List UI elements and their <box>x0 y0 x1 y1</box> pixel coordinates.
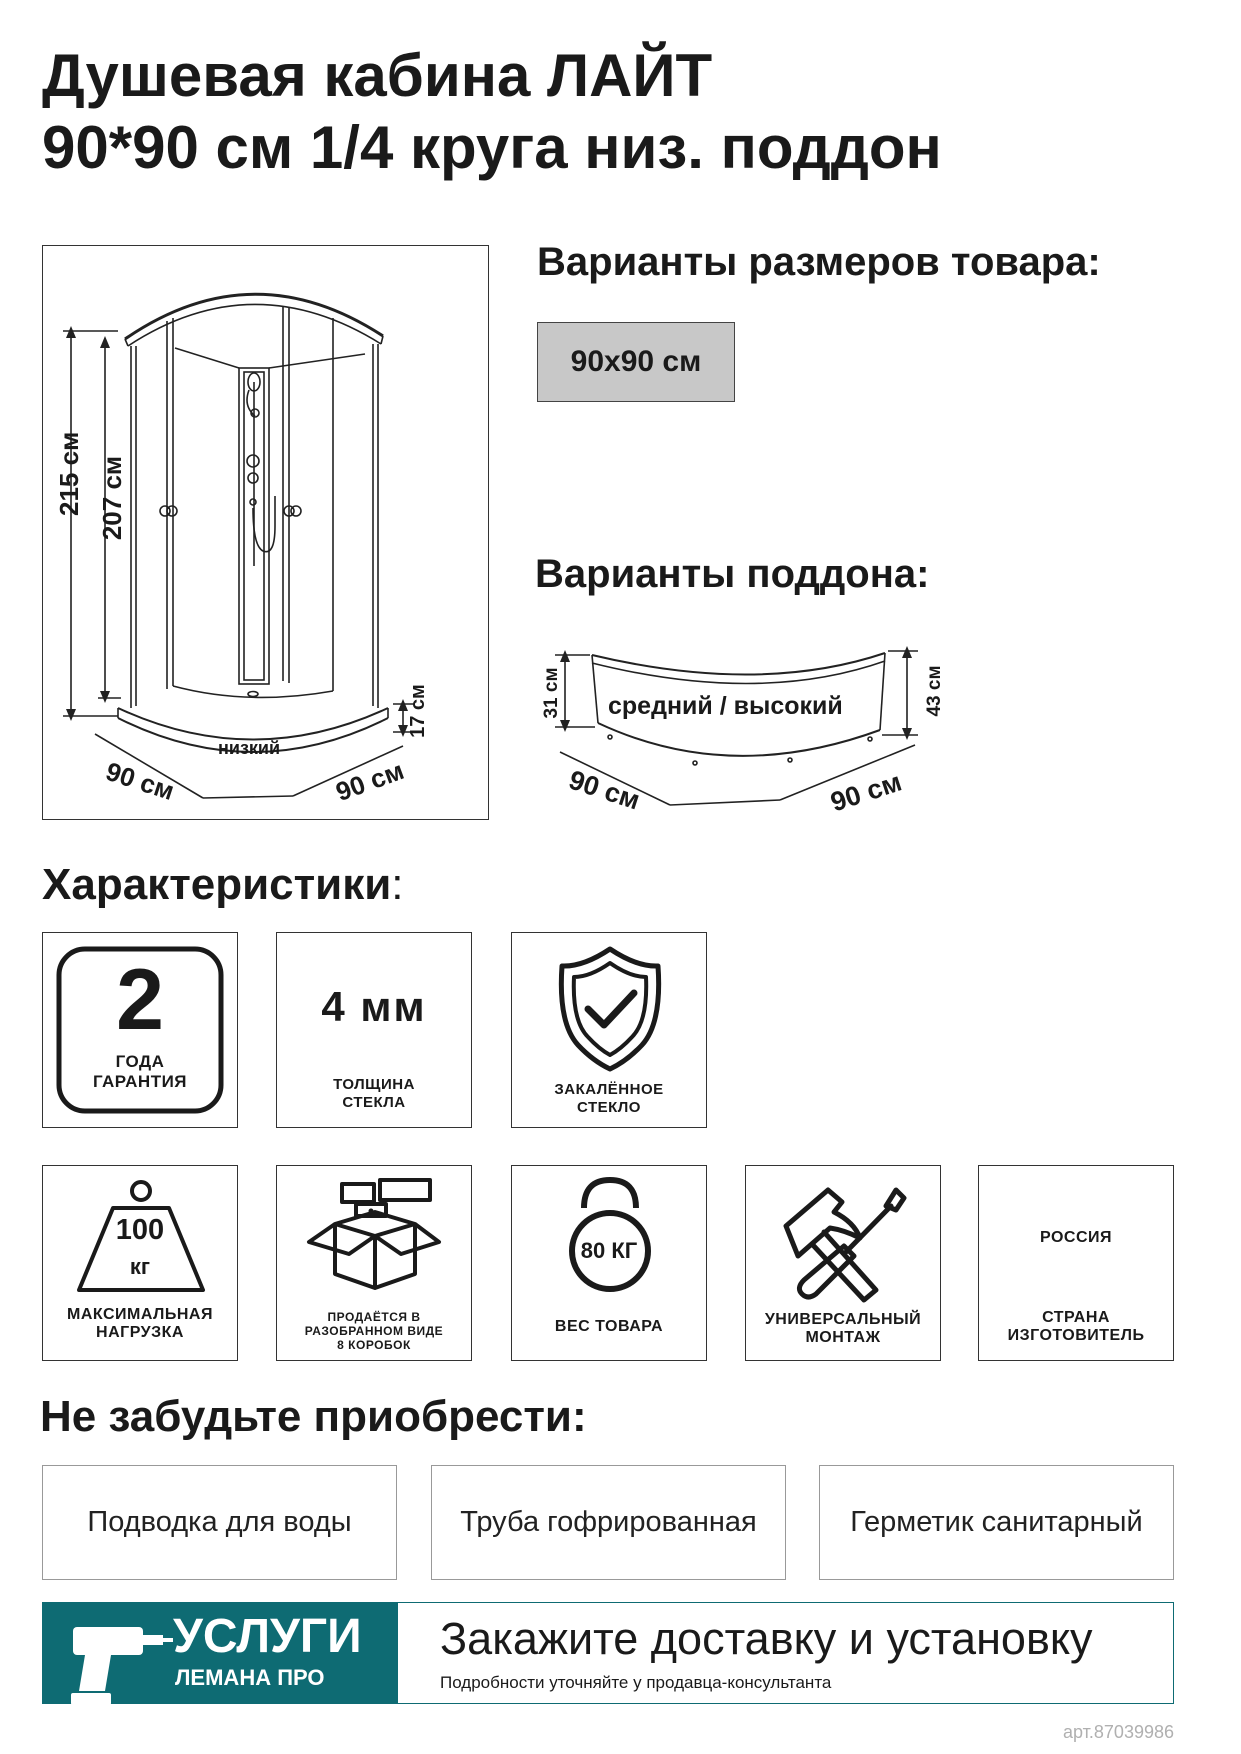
spec-tempered-glass: ЗАКАЛЁННОЕ СТЕКЛО <box>511 932 707 1128</box>
tray-diagram: 31 см 43 см средний / высокий 90 см 90 с… <box>530 635 950 835</box>
buy-item-corrugated-pipe[interactable]: Труба гофрированная <box>431 1465 786 1580</box>
spec-glass-thickness: 4 мм ТОЛЩИНА СТЕКЛА <box>276 932 472 1128</box>
buy-item-water-hose[interactable]: Подводка для воды <box>42 1465 397 1580</box>
spec-boxes: ПРОДАЁТСЯ В РАЗОБРАННОМ ВИДЕ 8 КОРОБОК <box>276 1165 472 1361</box>
load-line-2: НАГРУЗКА <box>96 1324 184 1341</box>
open-box-icon <box>307 1178 441 1290</box>
buy-heading: Не забудьте приобрести: <box>40 1392 587 1441</box>
cabin-drawing <box>63 292 415 799</box>
services-subline: Подробности уточняйте у продавца-консуль… <box>440 1673 832 1692</box>
tray-type-low: низкий <box>218 738 281 758</box>
warranty-badge-icon <box>56 946 224 1114</box>
sizes-heading: Варианты размеров товара: <box>537 240 1101 284</box>
specs-heading-colon: : <box>391 860 404 909</box>
services-brand-top: УСЛУГИ <box>173 1610 362 1663</box>
glass-line-2: СТЕКЛА <box>342 1094 406 1111</box>
weight-label: ВЕС ТОВАРА <box>554 1318 664 1335</box>
specs-heading: Характеристики: <box>42 860 404 910</box>
kettlebell-icon <box>569 1176 651 1292</box>
buy-item-sealant[interactable]: Герметик санитарный <box>819 1465 1174 1580</box>
boxes-line-2: РАЗОБРАННОМ ВИДЕ <box>304 1324 444 1338</box>
tempered-line-2: СТЕКЛО <box>577 1099 641 1116</box>
dim-207: 207 см <box>97 455 127 541</box>
country-line-1: СТРАНА <box>1042 1309 1110 1326</box>
glass-line-1: ТОЛЩИНА <box>333 1076 415 1093</box>
hammer-screwdriver-icon <box>783 1187 907 1303</box>
tray-type-label: средний / высокий <box>608 692 843 720</box>
title-line-1: Душевая кабина ЛАЙТ <box>42 42 713 109</box>
load-unit: кг <box>129 1254 151 1279</box>
tray-dim-31: 31 см <box>541 667 562 719</box>
page-title: Душевая кабина ЛАЙТ 90*90 см 1/4 круга н… <box>42 40 942 184</box>
load-line-1: МАКСИМАЛЬНАЯ <box>67 1306 213 1323</box>
title-line-2: 90*90 см 1/4 круга низ. поддон <box>42 114 942 181</box>
warranty-line-1: ГОДА <box>115 1052 165 1071</box>
cabin-diagram: 215 см 207 см 17 см низкий 90 см 90 см <box>42 245 489 820</box>
glass-thickness-value: 4 мм <box>321 983 427 1030</box>
shield-check-icon <box>558 946 662 1072</box>
weight-value: 80 КГ <box>580 1238 638 1263</box>
dim-17: 17 см <box>407 684 429 738</box>
services-brand-bottom: ЛЕМАНА ПРО <box>175 1665 325 1690</box>
tray-heading: Варианты поддона: <box>535 552 930 596</box>
boxes-line-3: 8 КОРОБОК <box>337 1338 411 1352</box>
spec-max-load: 100 кг МАКСИМАЛЬНАЯ НАГРУЗКА <box>42 1165 238 1361</box>
load-value: 100 <box>115 1214 165 1246</box>
specs-heading-text: Характеристики <box>42 860 392 909</box>
boxes-line-1: ПРОДАЁТСЯ В <box>327 1310 421 1324</box>
mount-line-2: МОНТАЖ <box>805 1329 881 1346</box>
drill-icon <box>71 1627 173 1705</box>
tray-dim-43: 43 см <box>924 665 945 717</box>
size-option-90x90[interactable]: 90x90 см <box>537 322 735 402</box>
spec-warranty: 2 ГОДА ГАРАНТИЯ <box>42 932 238 1128</box>
spec-country: РОССИЯ СТРАНА ИЗГОТОВИТЕЛЬ <box>978 1165 1174 1361</box>
services-banner[interactable]: УСЛУГИ ЛЕМАНА ПРО Закажите доставку и ус… <box>42 1602 1174 1705</box>
dim-215: 215 см <box>54 431 84 516</box>
weight-load-icon <box>77 1180 205 1292</box>
tray-drawing <box>555 646 918 806</box>
tempered-line-1: ЗАКАЛЁННОЕ <box>554 1081 664 1098</box>
country-line-2: ИЗГОТОВИТЕЛЬ <box>1007 1327 1145 1344</box>
services-headline: Закажите доставку и установку <box>440 1613 1093 1664</box>
services-brand-panel: УСЛУГИ ЛЕМАНА ПРО <box>43 1603 398 1705</box>
warranty-number: 2 <box>116 952 164 1048</box>
country-value: РОССИЯ <box>1039 1229 1112 1246</box>
spec-universal-mount: УНИВЕРСАЛЬНЫЙ МОНТАЖ <box>745 1165 941 1361</box>
warranty-line-2: ГАРАНТИЯ <box>92 1072 188 1091</box>
mount-line-1: УНИВЕРСАЛЬНЫЙ <box>764 1311 922 1328</box>
spec-weight: 80 КГ ВЕС ТОВАРА <box>511 1165 707 1361</box>
article-number: арт.87039986 <box>1063 1722 1174 1742</box>
